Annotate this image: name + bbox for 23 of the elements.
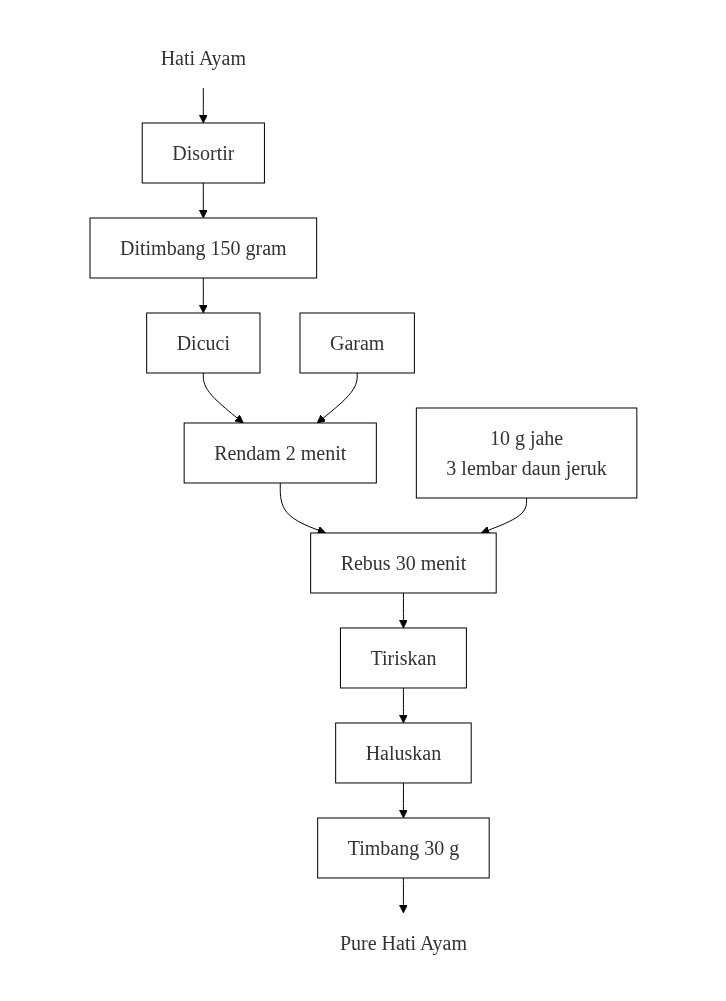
arrow [398,687,408,724]
arrow [398,782,408,819]
arrow [480,497,527,535]
node-text: Pure Hati Ayam [339,931,467,954]
node-box: Disortir [141,122,265,184]
node-box: Garam [299,312,415,374]
node-box: Tiriskan [339,627,467,689]
arrow [198,277,208,314]
arrow [279,482,326,535]
arrow [198,182,208,219]
node-box: Ditimbang 150 gram [89,217,317,279]
node-box: 10 g jahe 3 lembar daun jeruk [415,407,637,499]
arrow [198,87,208,124]
arrow [398,877,408,914]
arrow [398,592,408,629]
node-text: Hati Ayam [160,47,246,70]
node-box: Rebus 30 menit [309,532,497,594]
arrow [316,372,358,424]
node-box: Rendam 2 menit [183,422,377,484]
node-box: Dicuci [145,312,261,374]
node-box: Timbang 30 g [316,817,490,879]
arrow [202,372,244,424]
node-box: Haluskan [334,722,472,784]
